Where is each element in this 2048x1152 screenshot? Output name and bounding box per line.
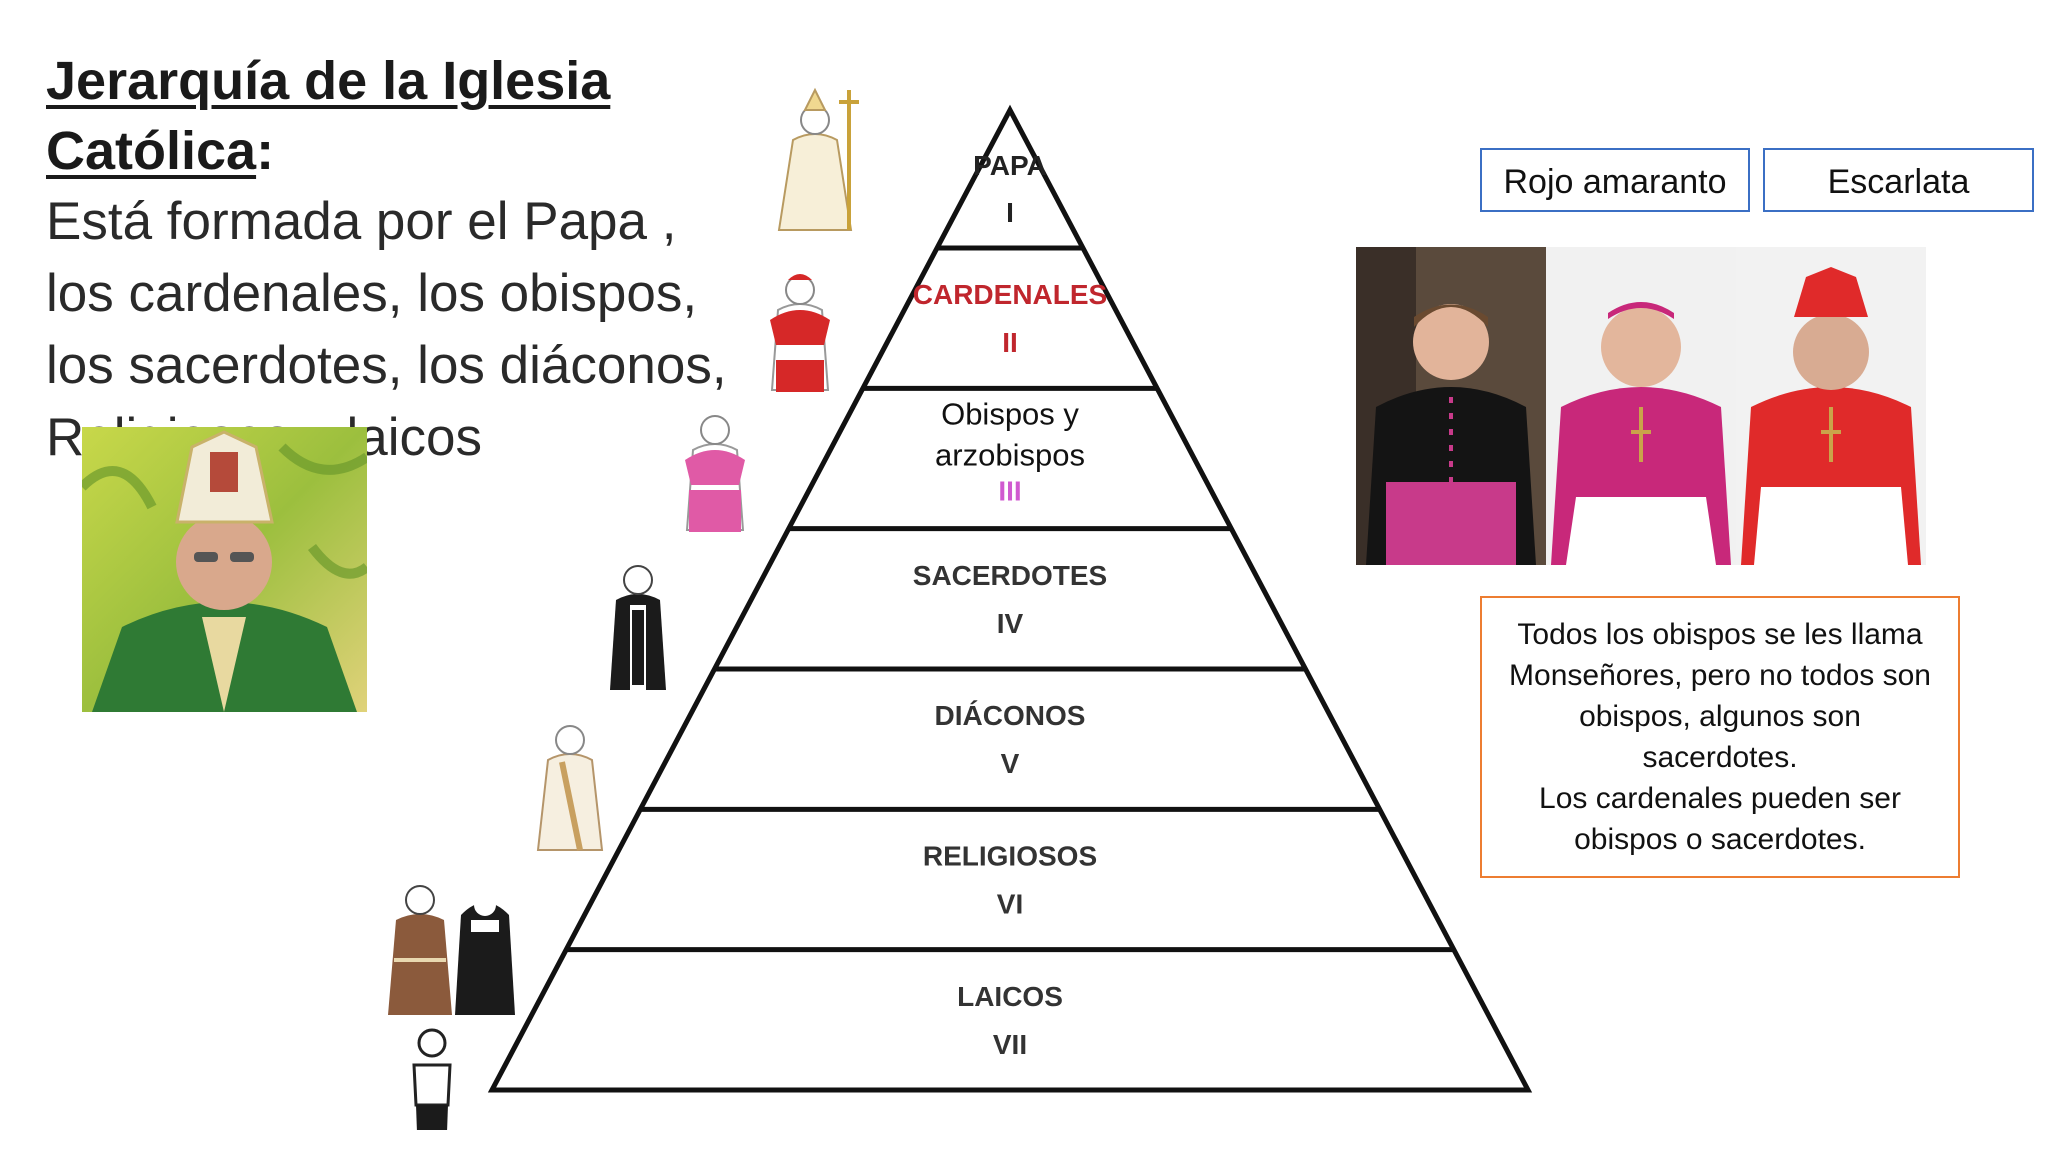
nun-figure-icon [455, 894, 515, 1015]
friar-figure-icon [388, 885, 452, 1015]
layperson-figure-icon [412, 1028, 452, 1130]
pyramid-level-name: CARDENALES [913, 279, 1107, 310]
bishop-magenta-photo [1546, 247, 1736, 565]
clergy-figures [388, 87, 859, 1130]
bishop-portrait-photo [82, 427, 367, 712]
note-line: Los cardenales pueden ser [1539, 782, 1901, 815]
pyramid-level-name: Obispos y [941, 397, 1079, 432]
pyramid-level-numeral: IV [997, 608, 1024, 639]
note-line: Monseñores, pero no todos son [1509, 659, 1931, 692]
priest-figure-icon [610, 565, 666, 690]
pyramid-level-name: SACERDOTES [913, 560, 1107, 591]
rojo-amaranto-label: Rojo amaranto [1480, 148, 1750, 212]
pyramid-level-numeral: VII [993, 1029, 1027, 1060]
pyramid-level-name-line2: arzobispos [935, 438, 1085, 473]
pyramid-level-name: PAPA [973, 150, 1047, 181]
cardinal-figure-icon [770, 274, 830, 392]
title-colon: : [256, 121, 275, 181]
pyramid-level-numeral: V [1001, 748, 1020, 779]
page-title: Jerarquía de la Iglesia Católica: [46, 46, 846, 186]
bishop-figure-icon [685, 415, 745, 532]
pyramid-level-numeral: I [1006, 197, 1014, 228]
note-line: obispos, algunos son [1579, 700, 1861, 733]
pyramid-level-numeral: III [998, 476, 1021, 507]
deacon-figure-icon [536, 725, 604, 851]
intro-line: los cardenales, los obispos, [46, 264, 698, 323]
monsignor-note: Todos los obispos se les llama Monseñore… [1480, 596, 1960, 878]
title-main: Jerarquía de la Iglesia Católica [46, 51, 611, 181]
cardinal-red-photo [1736, 247, 1926, 565]
pyramid-triangle [487, 104, 1533, 1093]
note-line: Todos los obispos se les llama [1517, 618, 1923, 651]
pyramid-level-name: RELIGIOSOS [923, 841, 1097, 872]
intro-line: Está formada por el Papa , [46, 192, 677, 251]
intro-line: los sacerdotes, los diáconos, [46, 336, 727, 395]
pyramid-outline [487, 104, 1533, 1093]
note-line: sacerdotes. [1642, 741, 1798, 774]
pyramid-level-name: LAICOS [957, 981, 1063, 1012]
bishop-cassock-photo [1356, 247, 1546, 565]
pope-figure-icon [777, 87, 859, 231]
pyramid-level-name: DIÁCONOS [935, 700, 1086, 731]
note-line: obispos o sacerdotes. [1574, 823, 1866, 856]
pyramid-level-numeral: VI [997, 889, 1023, 920]
pyramid-level-numeral: II [1002, 327, 1018, 358]
escarlata-label: Escarlata [1763, 148, 2034, 212]
